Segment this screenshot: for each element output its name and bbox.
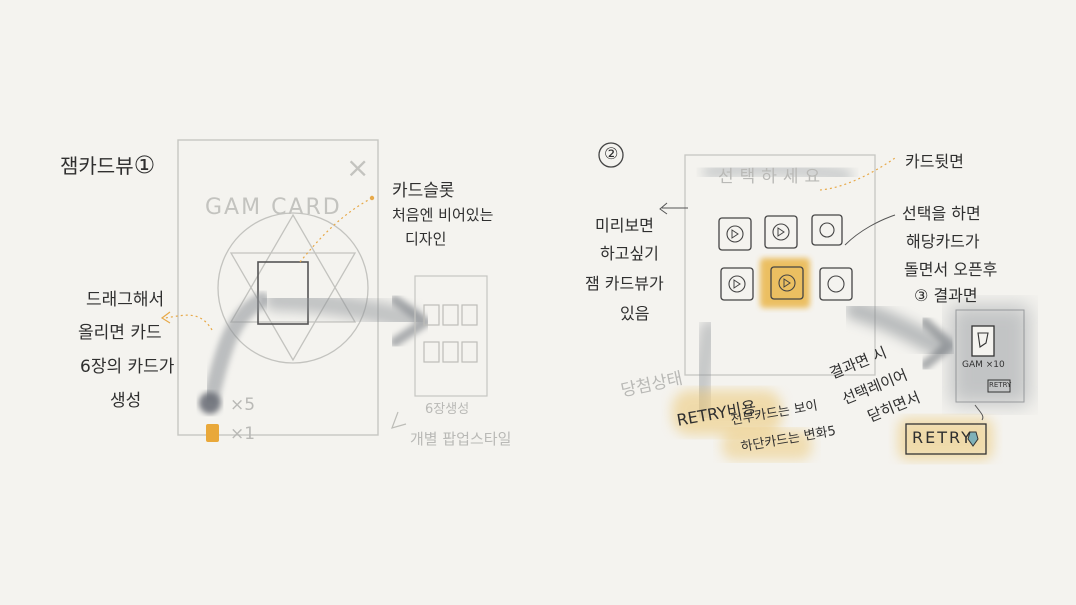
- retry-button-frame[interactable]: [905, 423, 987, 455]
- triangle-up: [229, 213, 357, 323]
- section2-number-circle: [598, 142, 624, 168]
- result-phone: [955, 309, 1025, 403]
- selected-card-highlight: [760, 258, 810, 308]
- step3-line: ③ 결과면: [914, 282, 978, 306]
- select-header: 선택하세요: [718, 167, 827, 187]
- result-retry-badge[interactable]: RETRY: [989, 381, 1012, 389]
- flip-note-line: 돌면서 오픈후: [904, 260, 998, 279]
- preview-note-line: 잼 카드뷰가: [585, 274, 664, 293]
- phone-frame-2: [684, 154, 876, 376]
- card-back-selected[interactable]: [770, 266, 804, 300]
- card-back[interactable]: [718, 217, 752, 251]
- drag-note-line: 드래그해서: [86, 290, 165, 310]
- flip-note-line: 해당카드가: [906, 232, 980, 251]
- result-card: [971, 325, 995, 357]
- card-back[interactable]: [819, 267, 853, 301]
- retry-gem-icon: [967, 431, 979, 447]
- count-dark: ×5: [230, 395, 256, 415]
- gold-wash-3: [898, 418, 993, 460]
- arrow-wash: [264, 289, 421, 331]
- leader-dot: [369, 195, 375, 201]
- drag-note-line: 생성: [110, 391, 142, 411]
- leader-retry: [974, 404, 984, 421]
- card-back[interactable]: [764, 215, 798, 249]
- close-icon[interactable]: ×: [346, 151, 369, 184]
- note-arrow-1: [391, 411, 407, 429]
- section1-title-text: 잼카드뷰: [60, 154, 134, 178]
- card-back-grid: [718, 214, 853, 301]
- flip-note-line: 선택을 하면: [902, 204, 981, 223]
- leader-preview-head: [659, 202, 668, 215]
- drag-stroke: [204, 292, 270, 403]
- preview-note-line: 미리보면: [595, 216, 654, 235]
- magic-circle: [217, 212, 369, 364]
- preview-note-line: 하고싶기: [600, 244, 659, 263]
- section2-number: ②: [604, 144, 619, 163]
- leader-arrowhead: [160, 311, 171, 324]
- slot-note-line2: 디자인: [405, 230, 447, 248]
- leader-drag-note: [164, 314, 213, 331]
- slot-note-title: 카드슬롯: [392, 181, 455, 201]
- card-back[interactable]: [811, 214, 843, 246]
- card-back[interactable]: [720, 267, 754, 301]
- arrow-head-wash: [390, 295, 434, 347]
- phone-frame-1: [177, 139, 379, 436]
- result-caption: 6장생성: [425, 402, 470, 417]
- dark-gem-icon: [199, 392, 221, 414]
- preview-note-line: 있음: [620, 304, 650, 323]
- result-card-grid: [423, 304, 478, 363]
- leader-slot-note: [299, 197, 373, 263]
- wash-arrow-right: [845, 300, 955, 360]
- drag-note-line: 6장의 카드가: [80, 357, 175, 377]
- section1-title: 잼카드뷰①: [60, 150, 155, 179]
- result-window-1: [414, 275, 488, 397]
- section1-number: ①: [133, 151, 156, 179]
- count-gold: ×1: [230, 424, 256, 444]
- leader-flip: [844, 214, 896, 246]
- gold-card-icon: [206, 424, 219, 442]
- gold-wash-2: [722, 430, 812, 460]
- result-note: 개별 팝업스타일: [410, 430, 512, 448]
- drag-note-line: 올리면 카드: [78, 323, 162, 343]
- step3-number: ③: [914, 286, 929, 305]
- result-retry-badge-box[interactable]: [987, 379, 1011, 393]
- section2-sketch: [598, 142, 1030, 460]
- section1-sketch: × GAM CARD: [160, 139, 488, 442]
- card-back-note: 카드뒷면: [905, 152, 964, 171]
- step3-label: 결과면: [933, 286, 978, 305]
- retry-button[interactable]: RETRY: [912, 428, 973, 447]
- leader-card-back: [819, 157, 896, 191]
- result-gem-icon: [977, 332, 989, 348]
- gold-wash-1: [672, 390, 782, 435]
- result-card-label: GAM ×10: [962, 360, 1005, 370]
- slot-note-line1: 처음엔 비어있는: [392, 206, 494, 224]
- header-wash: [702, 160, 853, 184]
